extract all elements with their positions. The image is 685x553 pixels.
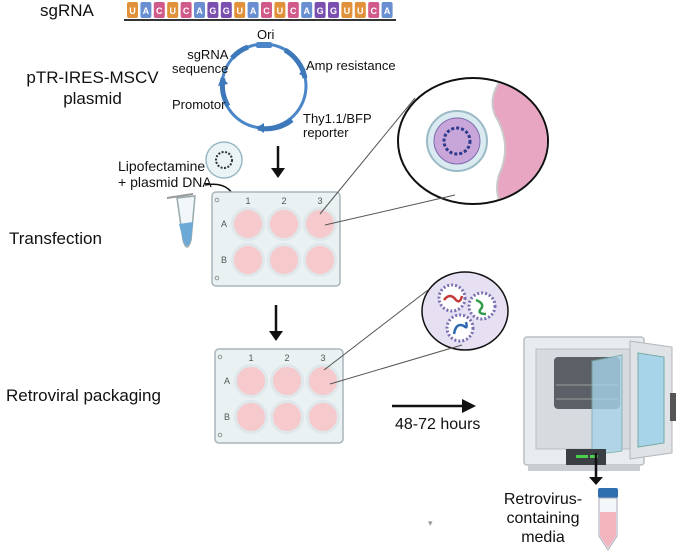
plate-column-label: 1 (245, 196, 250, 206)
plate-row-label: A (221, 219, 227, 229)
reporter-label: Thy1.1/BFP reporter (303, 111, 372, 140)
transfection-label: Transfection (9, 229, 102, 248)
plate-column-label: 1 (248, 353, 253, 363)
sgrna-base (153, 2, 165, 18)
sgrna-base (301, 2, 313, 18)
sgrna-base (287, 2, 299, 18)
sgrna-base (341, 2, 353, 18)
sgrna-base (194, 2, 205, 18)
sgrna-base (261, 2, 272, 18)
sgrna-base-letter: U (277, 6, 284, 16)
sgrna-base-letter: A (384, 6, 391, 16)
well (234, 364, 268, 398)
plasmid-map (218, 42, 308, 133)
arrow-right (392, 399, 476, 413)
liposome-icon (205, 141, 243, 179)
sgrna-base-letter: C (370, 6, 377, 16)
virus-particle (467, 291, 497, 321)
well (231, 207, 265, 241)
sgrna-base (314, 2, 326, 18)
sgrna-base-letter: C (290, 6, 297, 16)
plate-packaging: 1 2 3A B (214, 348, 344, 444)
plate-row-label: B (221, 255, 227, 265)
sgrna-base-letter: A (196, 6, 203, 16)
sgrna-base-letter: A (250, 6, 257, 16)
arrow-down-1 (271, 146, 285, 178)
sgrna-base (234, 2, 246, 18)
sgrna-base (274, 2, 286, 18)
plate-row-label: A (224, 376, 230, 386)
sgrna-base-letter: G (317, 6, 324, 16)
sgrna-sequence-label: sgRNA sequence (172, 47, 229, 76)
sgrna-base-letter: G (330, 6, 337, 16)
sgrna-base (328, 2, 339, 18)
sgrna-base-letter: C (156, 6, 163, 16)
promotor-label: Promotor (172, 97, 226, 112)
sgrna-base (354, 2, 366, 18)
arrow-down-2 (269, 305, 283, 341)
sgrna-base-letter: U (169, 6, 176, 16)
sgrna-base-letter: U (357, 6, 364, 16)
plate-column-label: 3 (317, 196, 322, 206)
well (231, 243, 265, 277)
plate-column-label: 2 (284, 353, 289, 363)
plasmid-dna (442, 126, 472, 156)
sgrna-base (368, 2, 380, 18)
sgrna-base-letter: A (143, 6, 150, 16)
well (270, 400, 304, 434)
sgrna-label: sgRNA (40, 1, 94, 20)
sgrna-base-letter: U (344, 6, 351, 16)
well (303, 207, 337, 241)
decorative-mark: ▾ (428, 518, 433, 528)
well (267, 207, 301, 241)
well (267, 243, 301, 277)
sgrna-base-letter: C (183, 6, 190, 16)
sgrna-base-letter: U (236, 6, 243, 16)
virus-zoom (421, 271, 509, 351)
sgrna-base (207, 2, 219, 18)
plate-transfection: 1 2 3A B (211, 191, 341, 287)
sgrna-base (247, 2, 259, 18)
media-tube-icon (598, 488, 618, 551)
transfection-zoom (397, 77, 549, 205)
sgrna-base (167, 2, 179, 18)
well (234, 400, 268, 434)
lipofectamine-label: Lipofectamine + plasmid DNA (118, 158, 212, 190)
amp-resistance-label: Amp resistance (306, 58, 396, 73)
duration-label: 48-72 hours (395, 416, 481, 433)
sgrna-base (127, 2, 138, 18)
plate-column-label: 3 (320, 353, 325, 363)
sgrna-base (180, 2, 192, 18)
well (303, 243, 337, 277)
sgrna-base (381, 2, 393, 18)
incubator-icon (523, 336, 676, 485)
plate-column-label: 2 (281, 196, 286, 206)
well (270, 364, 304, 398)
sgrna-base (220, 2, 232, 18)
ori-label: Ori (257, 27, 275, 42)
virus-particle (445, 313, 475, 343)
retroviral-packaging-label: Retroviral packaging (6, 386, 161, 405)
virus-particle (437, 283, 467, 313)
media-label: Retrovirus- containing media (503, 491, 583, 546)
well (306, 364, 340, 398)
sgrna-base-letter: A (303, 6, 310, 16)
sgrna-base-letter: C (263, 6, 270, 16)
plate-row-label: B (224, 412, 230, 422)
ori-block (256, 42, 272, 48)
well (306, 400, 340, 434)
sgrna-base (140, 2, 152, 18)
sgrna-base-letter: G (209, 6, 216, 16)
sgrna-base-letter: G (223, 6, 230, 16)
sgrna-insert (230, 44, 250, 60)
plasmid-title: pTR-IRES-MSCV plasmid (26, 68, 159, 108)
sgrna-base-letter: U (129, 6, 136, 16)
